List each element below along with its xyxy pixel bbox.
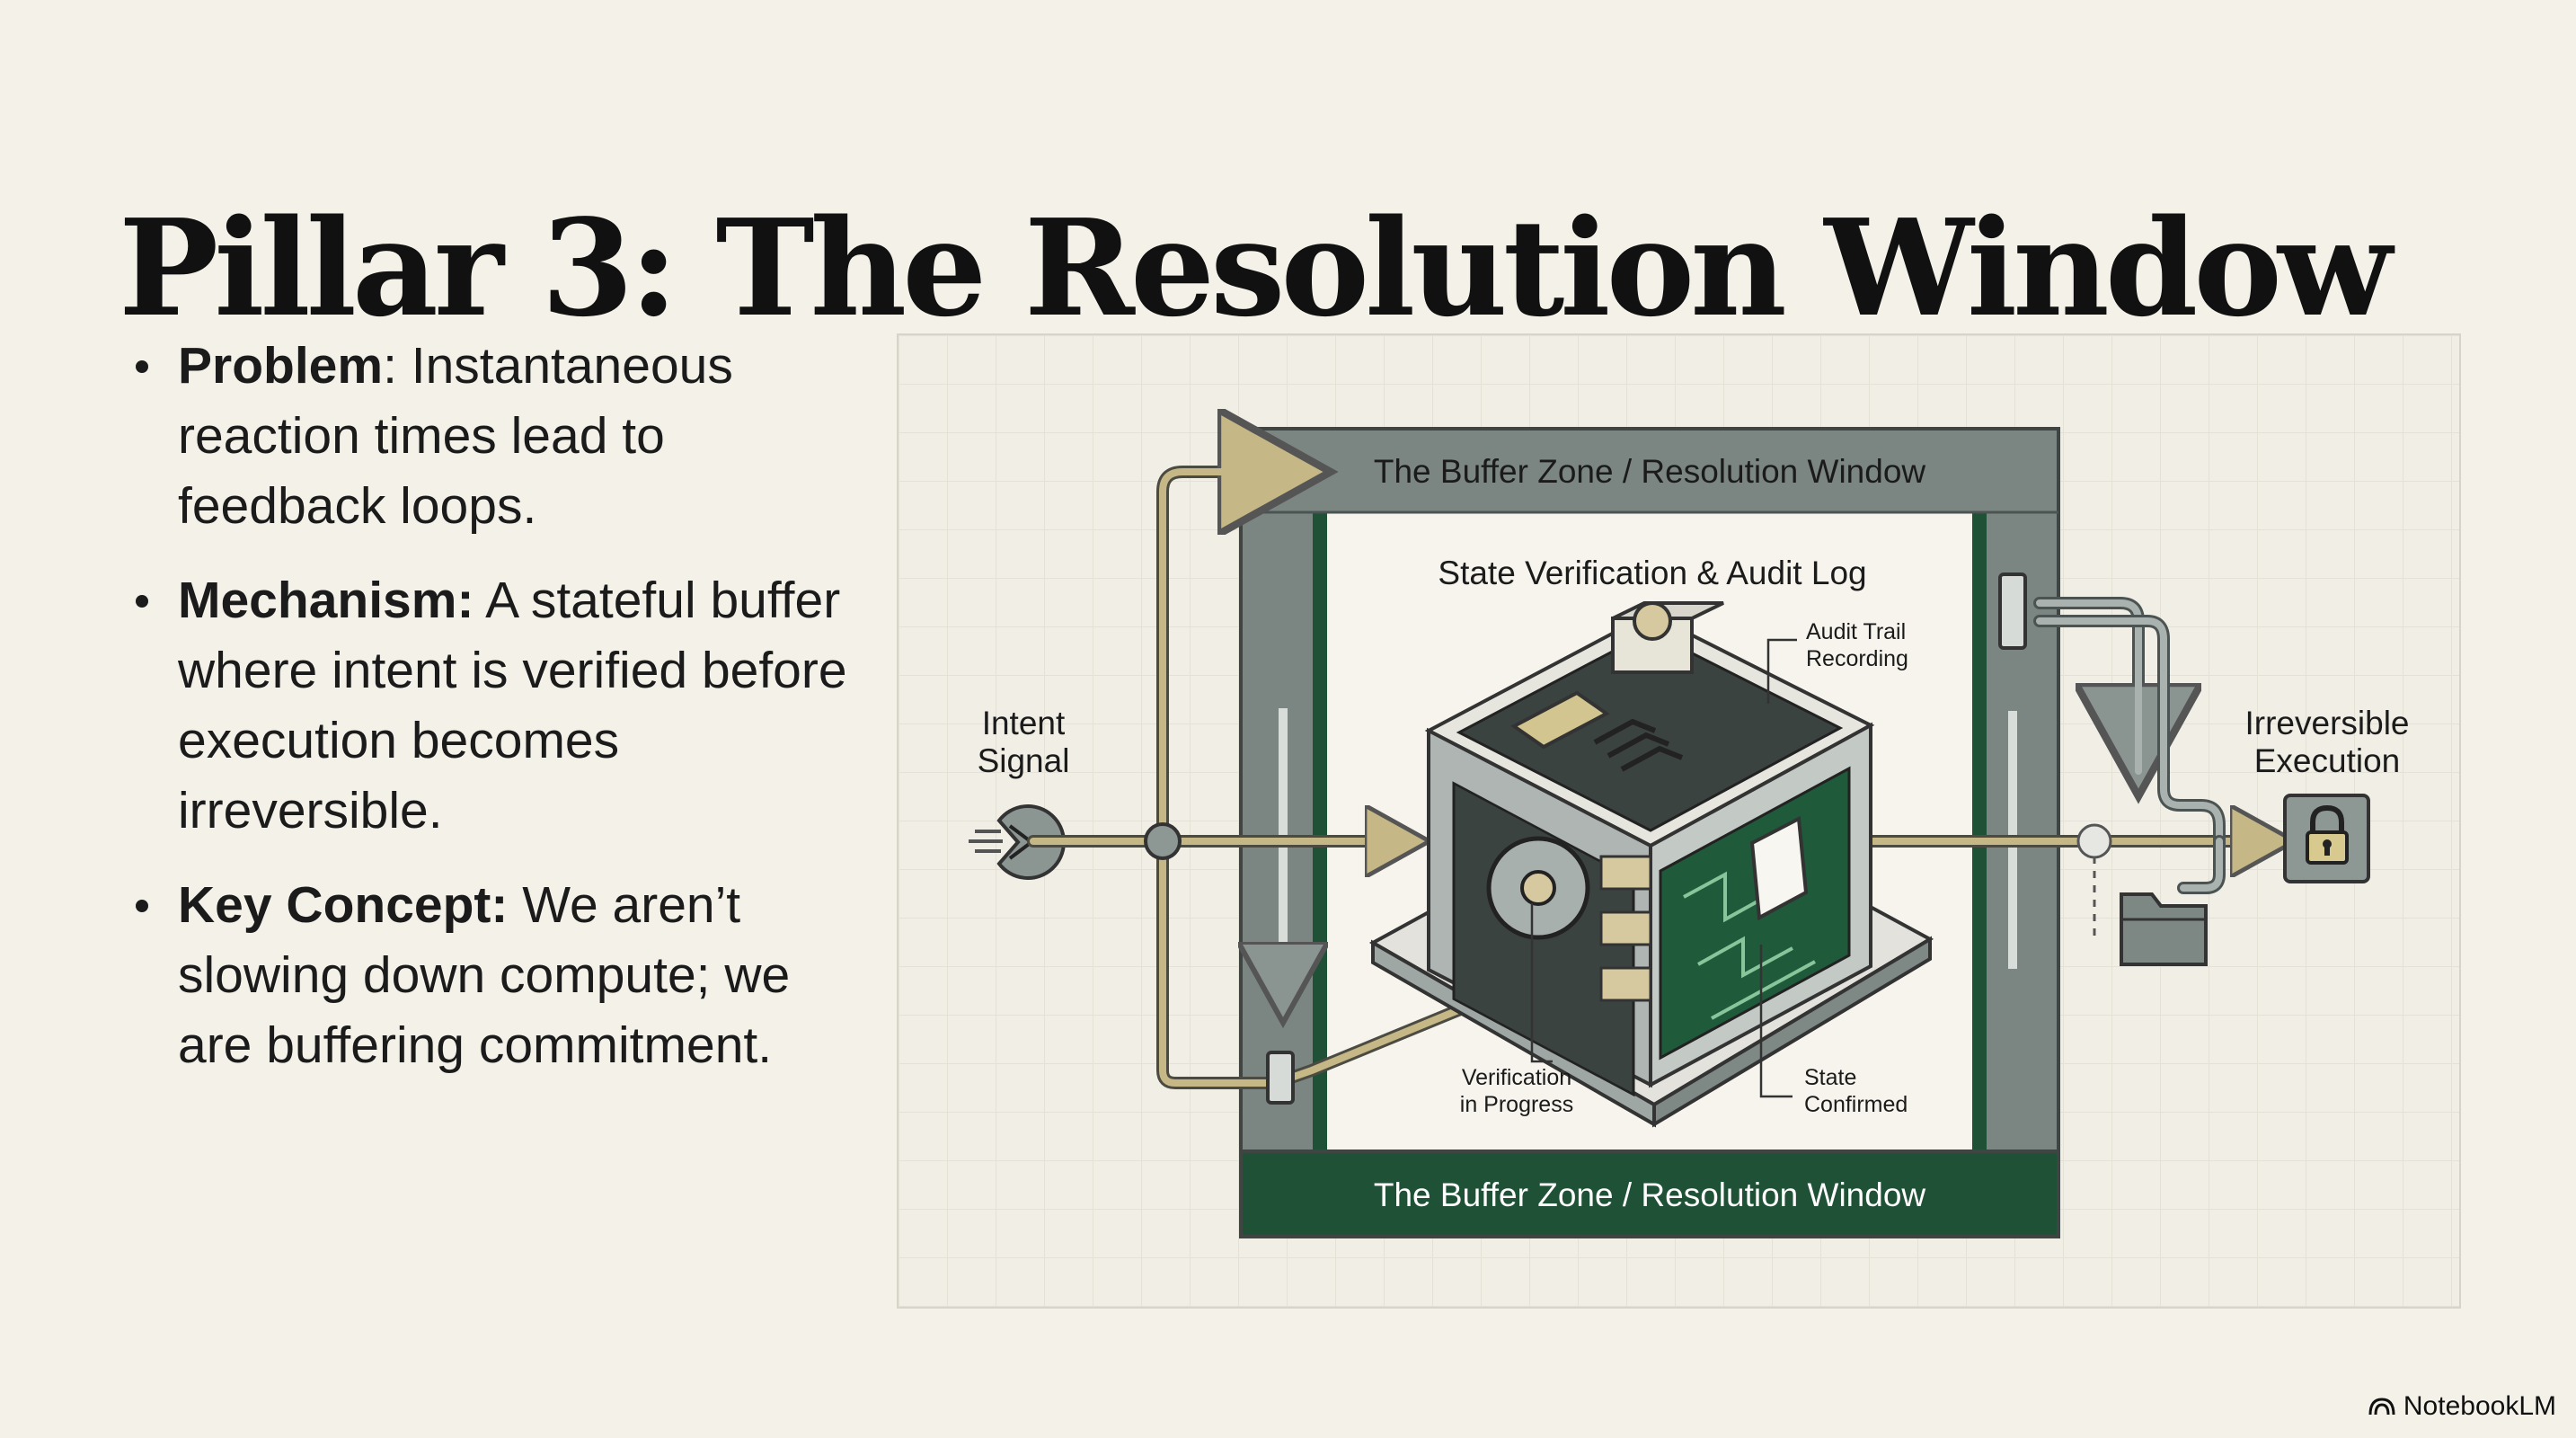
callout-audit-line1: Audit Trail	[1806, 619, 1906, 644]
inner-title: State Verification & Audit Log	[1438, 555, 1866, 591]
routing-pipes	[2033, 597, 2226, 894]
valve-top-right	[1998, 573, 2027, 650]
bullet-list: Problem: Instantaneous reaction times le…	[130, 331, 876, 1105]
signal-pipes	[1027, 472, 2280, 1089]
bullet-text: A stateful buffer where intent is verifi…	[178, 572, 847, 839]
resolution-window-diagram: The Buffer Zone / Resolution Window The …	[899, 335, 2459, 1307]
callout-state-line1: State	[1804, 1065, 1856, 1090]
document-icon	[1749, 815, 1809, 921]
branch-node	[2076, 823, 2112, 859]
intent-label-line2: Signal	[978, 742, 1070, 779]
bullet-term: Problem	[178, 337, 384, 395]
bullet-problem: Problem: Instantaneous reaction times le…	[130, 331, 876, 541]
bullet-term: Mechanism:	[178, 572, 474, 629]
execution-label-line2: Execution	[2254, 742, 2401, 779]
bullet-term: Key Concept:	[178, 876, 509, 934]
diagram-panel: The Buffer Zone / Resolution Window The …	[897, 333, 2461, 1309]
bullet-separator: :	[383, 337, 412, 395]
top-banner-label: The Buffer Zone / Resolution Window	[1374, 453, 1926, 490]
callout-audit-line2: Recording	[1806, 646, 1908, 671]
lock-icon	[2283, 794, 2370, 883]
notebooklm-logo-icon	[2368, 1398, 2395, 1416]
bullet-text: We aren’t slowing down compute; we are b…	[178, 876, 791, 1074]
callout-verification-line1: Verification	[1462, 1065, 1571, 1090]
verification-machine	[1368, 601, 1934, 1128]
brand-name: NotebookLM	[2403, 1391, 2556, 1421]
callout-verification-line2: in Progress	[1460, 1092, 1573, 1117]
notebooklm-brand: NotebookLM	[2368, 1391, 2556, 1422]
intent-label-line1: Intent	[982, 705, 1066, 741]
bottom-banner-label: The Buffer Zone / Resolution Window	[1374, 1176, 1926, 1213]
bullet-mechanism: Mechanism: A stateful buffer where inten…	[130, 565, 876, 846]
slide-title: Pillar 3: The Resolution Window	[119, 190, 2392, 347]
junction-node	[1144, 822, 1182, 860]
bullet-text: Instantaneous reaction times lead to fee…	[178, 337, 733, 535]
callout-state-line2: Confirmed	[1804, 1092, 1908, 1117]
execution-label-line1: Irreversible	[2245, 705, 2410, 741]
bullet-separator	[474, 572, 485, 629]
valve-bottom	[1266, 1051, 1295, 1105]
bullet-separator	[508, 876, 522, 934]
folder-icon	[2120, 892, 2208, 966]
bullet-key-concept: Key Concept: We aren’t slowing down comp…	[130, 870, 876, 1080]
callout-lines	[1530, 638, 1797, 1098]
